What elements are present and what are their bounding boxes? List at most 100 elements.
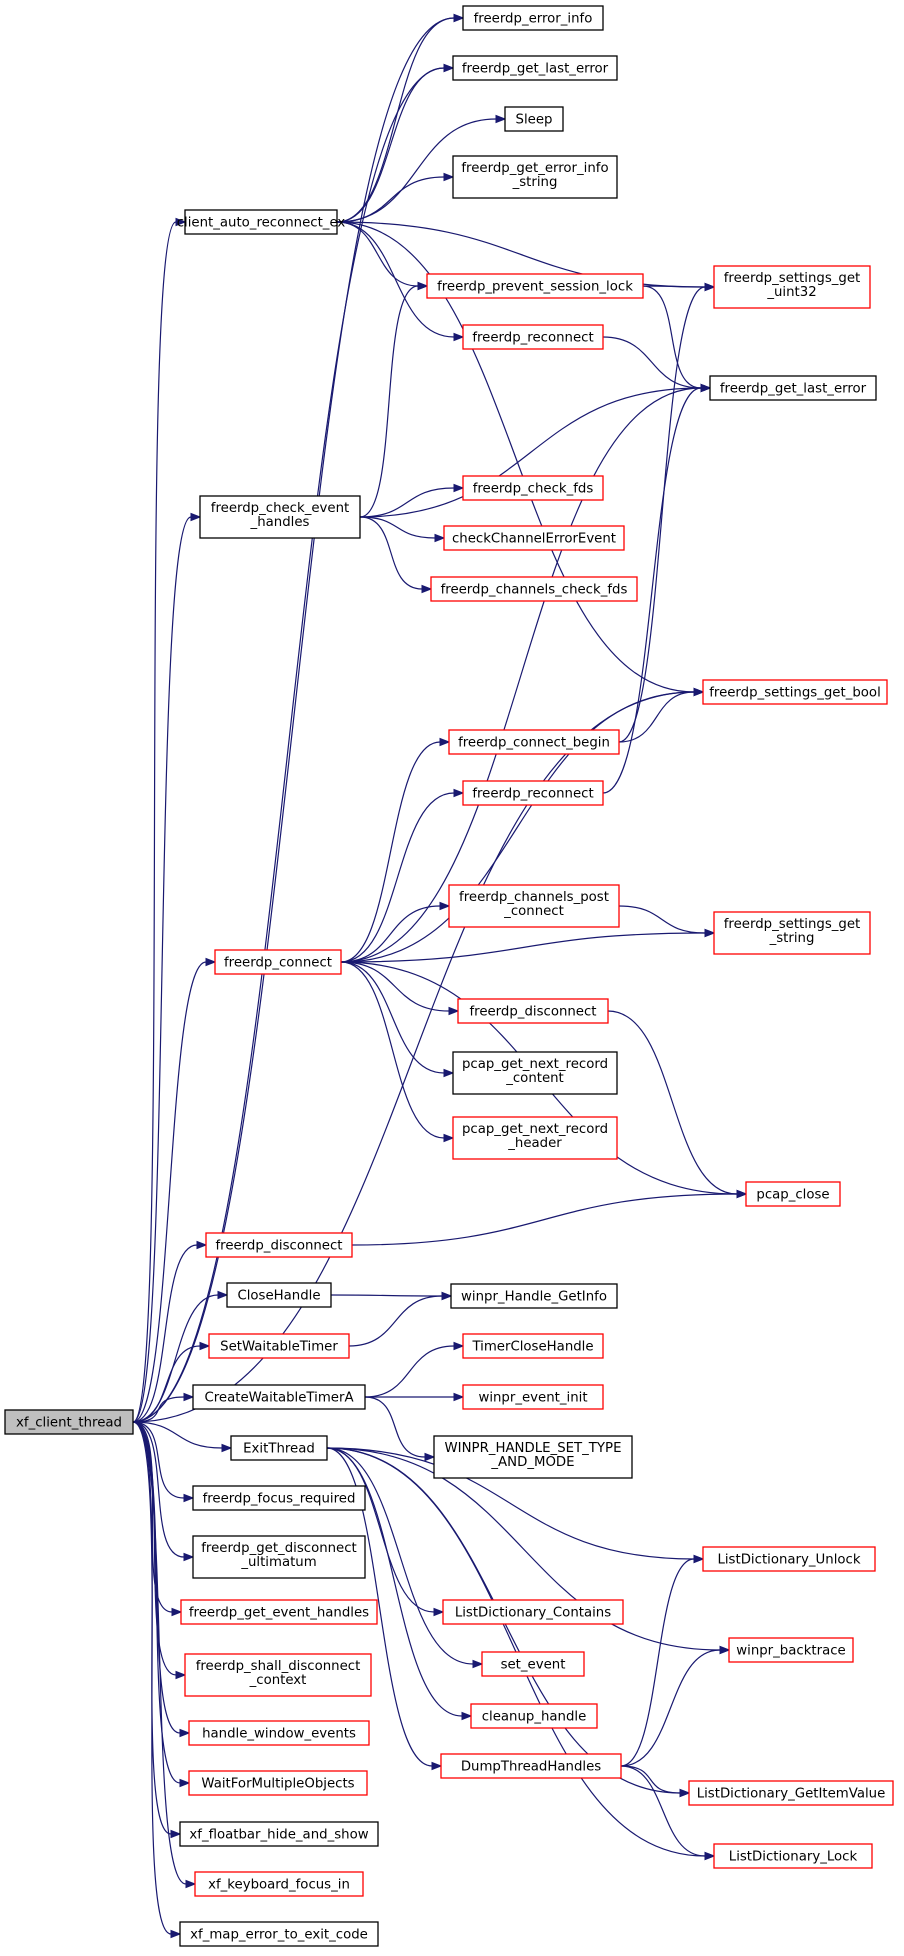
edge-setwaitabletimer-to-winpr-handle-getinfo: [348, 1291, 453, 1347]
node-label: ListDictionary_GetItemValue: [697, 1787, 886, 1802]
node-createwaitabletimera[interactable]: CreateWaitableTimerA: [192, 1384, 366, 1410]
node-winpr-event-init[interactable]: winpr_event_init: [462, 1384, 604, 1410]
node-freerdp-get-event-handles[interactable]: freerdp_get_event_handles: [180, 1599, 378, 1625]
node-freerdp-channels-check-fds[interactable]: freerdp_channels_check_fds: [430, 576, 638, 602]
node-sleep[interactable]: Sleep: [504, 106, 564, 132]
node-label: _context: [249, 1673, 307, 1688]
node-box: [462, 780, 604, 806]
edge-line: [336, 17, 455, 223]
node-freerdp-disconnect-2[interactable]: freerdp_disconnect: [205, 1232, 353, 1258]
node-box: [192, 1485, 366, 1511]
node-setwaitabletimer[interactable]: SetWaitableTimer: [208, 1333, 350, 1359]
node-box: [728, 1637, 854, 1663]
node-label: _content: [505, 1071, 564, 1086]
node-freerdp-settings-get-string[interactable]: freerdp_settings_get_string: [713, 911, 871, 955]
edge-line: [359, 487, 455, 518]
node-label: freerdp_prevent_session_lock: [437, 280, 633, 295]
node-box: [433, 1435, 633, 1479]
node-dumpthreadhandles[interactable]: DumpThreadHandles: [440, 1753, 622, 1779]
node-label: winpr_event_init: [478, 1391, 587, 1406]
node-freerdp-get-last-error-1[interactable]: freerdp_get_last_error: [452, 55, 618, 81]
edge-line: [132, 221, 177, 1423]
node-freerdp-reconnect-2[interactable]: freerdp_reconnect: [462, 780, 604, 806]
node-freerdp-check-fds[interactable]: freerdp_check_fds: [462, 475, 604, 501]
node-label: winpr_backtrace: [736, 1644, 845, 1659]
arrowhead-icon: [719, 1645, 731, 1655]
node-freerdp-check-event-handles[interactable]: freerdp_check_event_handles: [199, 495, 361, 539]
arrowhead-icon: [175, 217, 187, 227]
node-winpr-backtrace[interactable]: winpr_backtrace: [728, 1637, 854, 1663]
node-xf-floatbar-hide-and-show[interactable]: xf_floatbar_hide_and_show: [179, 1821, 379, 1847]
node-box: [462, 1384, 604, 1410]
edge-line: [336, 221, 455, 338]
node-freerdp-reconnect-1[interactable]: freerdp_reconnect: [462, 324, 604, 350]
edge-xf-client-thread-to-setwaitabletimer: [132, 1341, 211, 1423]
node-label: freerdp_shall_disconnect: [196, 1659, 361, 1674]
node-timerclosehandle[interactable]: TimerCloseHandle: [462, 1333, 604, 1359]
node-pcap-get-next-record-content[interactable]: pcap_get_next_record_content: [452, 1051, 618, 1095]
node-closehandle[interactable]: CloseHandle: [226, 1282, 332, 1308]
node-label: xf_client_thread: [16, 1416, 122, 1431]
node-freerdp-disconnect-1[interactable]: freerdp_disconnect: [457, 998, 609, 1024]
node-freerdp-settings-get-uint32[interactable]: freerdp_settings_get_uint32: [713, 265, 871, 309]
node-box: [462, 475, 604, 501]
node-pcap-close[interactable]: pcap_close: [745, 1181, 841, 1207]
edge-exitthread-to-dumpthreadhandles: [326, 1447, 443, 1771]
node-listdictionary-contains[interactable]: ListDictionary_Contains: [442, 1599, 624, 1625]
node-waitformultipleobjects[interactable]: WaitForMultipleObjects: [188, 1770, 368, 1796]
node-freerdp-get-disconnect-ultimatum[interactable]: freerdp_get_disconnect_ultimatum: [192, 1535, 366, 1579]
node-label: handle_window_events: [202, 1727, 356, 1742]
edge-line: [364, 1396, 426, 1458]
node-freerdp-get-last-error-2[interactable]: freerdp_get_last_error: [709, 375, 877, 401]
node-exitthread[interactable]: ExitThread: [230, 1435, 328, 1461]
node-box: [452, 155, 618, 199]
arrowhead-icon: [453, 788, 465, 798]
node-freerdp-shall-disconnect-context[interactable]: freerdp_shall_disconnect_context: [184, 1653, 372, 1697]
node-label: freerdp_check_event: [211, 501, 349, 516]
node-label: WaitForMultipleObjects: [201, 1777, 354, 1792]
arrowhead-icon: [183, 1392, 195, 1402]
node-label: ListDictionary_Unlock: [717, 1553, 860, 1568]
node-box: [745, 1181, 841, 1207]
node-box: [452, 55, 618, 81]
edge-line: [340, 792, 455, 963]
node-freerdp-focus-required[interactable]: freerdp_focus_required: [192, 1485, 366, 1511]
node-label: client_auto_reconnect_ex: [177, 216, 346, 231]
node-freerdp-settings-get-bool[interactable]: freerdp_settings_get_bool: [702, 679, 888, 705]
edge-client-auto-reconnect-ex-to-freerdp-get-error-info-string: [336, 172, 455, 223]
edge-freerdp-prevent-session-lock-to-freerdp-get-last-error-2: [642, 285, 712, 393]
node-label: freerdp_focus_required: [203, 1492, 356, 1507]
node-xf-map-error-to-exit-code[interactable]: xf_map_error_to_exit_code: [179, 1921, 379, 1947]
edge-line: [620, 1765, 681, 1794]
node-handle-window-events[interactable]: handle_window_events: [188, 1720, 370, 1746]
arrowhead-icon: [179, 1778, 191, 1788]
edge-line: [326, 1447, 433, 1767]
node-freerdp-get-error-info-string[interactable]: freerdp_get_error_info_string: [452, 155, 618, 199]
node-freerdp-connect[interactable]: freerdp_connect: [214, 949, 342, 975]
node-freerdp-channels-post-connect[interactable]: freerdp_channels_post_connect: [448, 884, 620, 928]
arrowhead-icon: [199, 1341, 211, 1351]
node-label: freerdp_connect: [224, 956, 332, 971]
edge-line: [620, 1558, 695, 1767]
node-freerdp-prevent-session-lock[interactable]: freerdp_prevent_session_lock: [426, 273, 644, 299]
arrowhead-icon: [453, 1341, 465, 1351]
node-winpr-handle-set-type-and-mode[interactable]: WINPR_HANDLE_SET_TYPE_AND_MODE: [433, 1435, 633, 1479]
node-xf-keyboard-focus-in[interactable]: xf_keyboard_focus_in: [194, 1871, 364, 1897]
node-listdictionary-lock[interactable]: ListDictionary_Lock: [713, 1843, 873, 1869]
node-client-auto-reconnect-ex[interactable]: client_auto_reconnect_ex: [177, 209, 346, 235]
arrowhead-icon: [495, 114, 507, 124]
node-winpr-handle-getinfo[interactable]: winpr_Handle_GetInfo: [450, 1283, 618, 1309]
node-set-event[interactable]: set_event: [481, 1651, 585, 1677]
node-freerdp-error-info[interactable]: freerdp_error_info: [462, 5, 604, 31]
node-cleanup-handle[interactable]: cleanup_handle: [470, 1703, 598, 1729]
edge-line: [132, 1421, 172, 1935]
node-listdictionary-unlock[interactable]: ListDictionary_Unlock: [702, 1546, 876, 1572]
edge-freerdp-connect-to-freerdp-channels-post-connect: [340, 901, 451, 963]
node-pcap-get-next-record-header[interactable]: pcap_get_next_record_header: [452, 1116, 618, 1160]
arrowhead-icon: [693, 687, 705, 697]
arrowhead-icon: [431, 1761, 443, 1771]
edge-line: [607, 1010, 738, 1195]
node-freerdp-connect-begin[interactable]: freerdp_connect_begin: [448, 729, 620, 755]
node-listdictionary-getitemvalue[interactable]: ListDictionary_GetItemValue: [688, 1780, 894, 1806]
node-checkchannelerrorevent[interactable]: checkChannelErrorEvent: [443, 525, 625, 551]
